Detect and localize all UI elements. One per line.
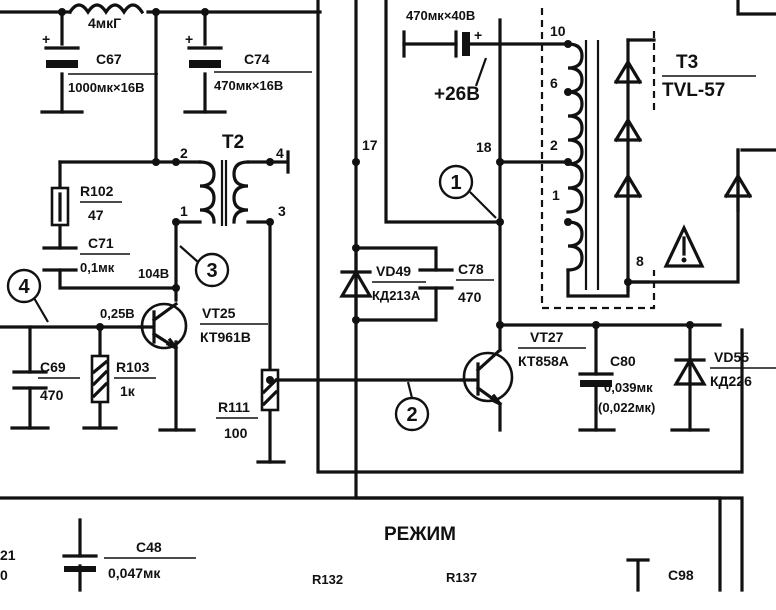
plus-c74: + [185, 31, 193, 47]
label-r132: R132 [312, 572, 343, 587]
label-c78-value: 470 [458, 289, 482, 305]
label-t3: Т3 [676, 52, 698, 73]
label-c80: C80 [610, 353, 636, 369]
transistor-vt25 [138, 301, 188, 351]
label-vt27: VT27 [530, 329, 564, 345]
label-c67: C67 [96, 51, 122, 67]
plus-c67: + [42, 31, 50, 47]
t2-pin-1: 1 [180, 203, 188, 219]
callout-1: 1 [438, 164, 497, 219]
label-mode: РЕЖИМ [384, 524, 456, 545]
label-l-value: 4мкГ [88, 15, 121, 31]
capacitor-c78 [418, 268, 454, 290]
capacitor-c80 [578, 372, 614, 387]
transistor-vt27 [460, 347, 514, 407]
label-node-18: 18 [476, 139, 492, 155]
capacitor-c67 [44, 46, 80, 68]
label-vd55-type: КД226 [710, 373, 752, 389]
svg-text:4: 4 [18, 276, 30, 298]
svg-text:3: 3 [206, 260, 217, 282]
label-node-17: 17 [362, 137, 378, 153]
label-t2: Т2 [222, 132, 244, 153]
label-c67-value: 1000мк×16В [68, 80, 144, 95]
arrow-26v [474, 57, 488, 87]
resistor-r103 [90, 354, 110, 404]
label-c80-alt: (0,022мк) [598, 400, 655, 415]
label-vd49-type: КД213А [372, 288, 421, 303]
callout-4: 4 [6, 268, 49, 323]
label-c71: C71 [88, 235, 114, 251]
label-vt25: VT25 [202, 305, 236, 321]
t2-pin-3: 3 [278, 203, 286, 219]
capacitor-c69 [12, 370, 48, 390]
label-tvl57: TVL-57 [662, 80, 725, 101]
callout-2: 2 [394, 381, 430, 432]
diode-vd55 [673, 356, 707, 386]
capacitor-top [454, 30, 470, 58]
label-c98: C98 [668, 567, 694, 583]
label-c78: C78 [458, 261, 484, 277]
label-c71-value: 0,1мк [80, 260, 115, 275]
plus-top-cap: + [474, 27, 482, 43]
label-r103: R103 [116, 359, 150, 375]
t3-pin-8: 8 [636, 253, 644, 269]
t3-pin-1: 1 [552, 187, 560, 203]
component-labels: 4мкГ + C67 1000мк×16В + C74 470мк×16В 47… [0, 8, 776, 587]
label-vt25-type: КТ961В [200, 329, 251, 345]
label-025v: 0,25В [100, 306, 135, 321]
svg-text:1: 1 [450, 172, 461, 194]
label-c74-value: 470мк×16В [214, 78, 283, 93]
label-cut-0: 0 [0, 567, 8, 583]
label-c48-value: 0,047мк [108, 565, 161, 581]
label-plus26v: +26В [434, 84, 480, 105]
label-r137: R137 [446, 570, 477, 585]
junction-dots [58, 8, 694, 384]
label-c74: C74 [244, 51, 270, 67]
label-vd49: VD49 [376, 263, 411, 279]
label-r102: R102 [80, 183, 114, 199]
label-c69-value: 470 [40, 387, 64, 403]
label-r111: R111 [218, 399, 250, 415]
capacitor-c74 [187, 46, 223, 68]
t3-transformer [540, 8, 753, 310]
label-cut-21: 21 [0, 547, 16, 563]
capacitor-c48 [62, 554, 98, 572]
t3-pin-2: 2 [550, 137, 558, 153]
label-vd55: VD55 [714, 349, 749, 365]
label-c69: C69 [40, 359, 66, 375]
inductor-l [67, 3, 145, 15]
t2-pin-4: 4 [276, 145, 284, 161]
t2-pin-2: 2 [180, 145, 188, 161]
callout-3: 3 [179, 245, 230, 288]
diode-vd49 [339, 246, 373, 322]
label-r111-value: 100 [224, 425, 248, 441]
label-r102-value: 47 [88, 207, 104, 223]
label-top-cap: 470мк×40В [406, 8, 475, 23]
svg-text:2: 2 [406, 404, 417, 426]
label-104v: 104В [138, 266, 169, 281]
transformer-t2 [198, 160, 250, 226]
label-c48: C48 [136, 539, 162, 555]
t3-pin-6: 6 [550, 75, 558, 91]
capacitor-c71 [42, 246, 78, 272]
label-c80-value: 0,039мк [604, 380, 653, 395]
label-r103-value: 1к [120, 383, 136, 399]
resistor-r102 [50, 186, 70, 227]
label-vt27-type: КТ858А [518, 353, 569, 369]
t3-pin-10: 10 [550, 23, 566, 39]
